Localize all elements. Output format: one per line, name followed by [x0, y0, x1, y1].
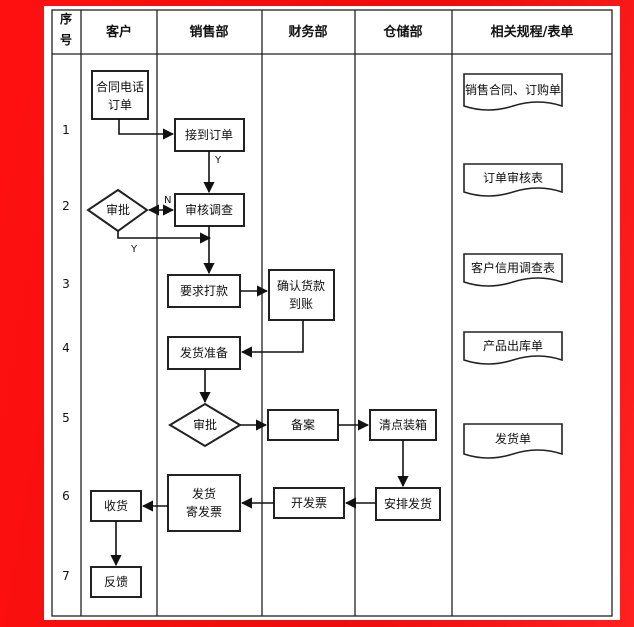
text-feedback: 反馈: [104, 575, 128, 589]
header-seq-top: 序: [60, 11, 72, 26]
process-flowchart: 序 号 客户 销售部 财务部 仓储部 相关规程/表单 1 2 3 4 5 6 7: [51, 9, 613, 617]
text-contract-order-1: 合同电话: [96, 79, 144, 94]
text-receive-order: 接到订单: [185, 127, 233, 142]
edge-confirm-to-prepare: [240, 320, 304, 358]
row-number-6: 6: [62, 489, 70, 503]
node-request-payment: [167, 274, 241, 308]
text-ship-invoice-2: 寄发票: [186, 504, 222, 519]
text-count-pack: 清点装箱: [379, 417, 427, 432]
text-doc-outbound-list: 产品出库单: [483, 338, 543, 353]
row-number-5: 5: [62, 411, 70, 425]
label-yes-1: Y: [214, 155, 222, 166]
doc-outbound-list: [463, 331, 563, 365]
node-count-pack: [369, 409, 437, 441]
swimlane-grid: [51, 9, 613, 617]
text-ship-invoice-1: 发货: [192, 486, 216, 501]
header-customer: 客户: [106, 24, 132, 40]
decision-approve-sales: [168, 402, 242, 448]
row-number-1: 1: [62, 123, 70, 137]
text-doc-sales-contract: 销售合同、订购单: [465, 82, 561, 97]
doc-shipping-note: [463, 423, 563, 459]
node-confirm-payment: [268, 269, 335, 321]
flowchart-sheet: 序 号 客户 销售部 财务部 仓储部 相关规程/表单 1 2 3 4 5 6 7: [44, 6, 620, 620]
node-receive-order: [174, 118, 245, 152]
node-contract-order: [91, 70, 149, 120]
row-number-3: 3: [62, 277, 70, 291]
text-doc-order-review: 订单审核表: [483, 170, 543, 185]
header-seq-bottom: 号: [60, 32, 72, 47]
label-yes-2: Y: [130, 244, 138, 255]
text-confirm-payment-2: 到账: [289, 297, 313, 311]
label-no: N: [164, 195, 171, 206]
text-review-check: 审核调查: [185, 202, 233, 217]
header-docs: 相关规程/表单: [491, 24, 574, 40]
text-approve-customer: 审批: [106, 202, 130, 217]
row-number-4: 4: [62, 341, 70, 355]
row-number-2: 2: [62, 199, 70, 213]
node-prepare-shipment: [167, 336, 241, 370]
text-approve-sales: 审批: [193, 417, 217, 432]
text-contract-order-2: 订单: [108, 98, 132, 112]
text-receive-goods: 收货: [104, 498, 128, 513]
text-issue-invoice: 开发票: [291, 495, 327, 510]
header-finance: 财务部: [288, 24, 327, 40]
doc-sales-contract: [463, 73, 563, 111]
text-record: 备案: [291, 417, 315, 432]
text-prepare-shipment: 发货准备: [180, 345, 228, 360]
text-confirm-payment-1: 确认货款: [277, 278, 325, 293]
edge-contract-to-receive: [118, 119, 175, 140]
node-ship-invoice: [167, 474, 241, 532]
text-doc-shipping-note: 发货单: [495, 431, 531, 446]
text-request-payment: 要求打款: [180, 284, 228, 298]
header-sales: 销售部: [189, 24, 228, 40]
node-feedback: [90, 566, 142, 598]
node-arrange-ship: [375, 487, 441, 521]
text-arrange-ship: 安排发货: [384, 496, 432, 511]
text-doc-credit-survey: 客户信用调查表: [471, 260, 555, 275]
edge-approve-yes: [117, 231, 212, 244]
row-number-7: 7: [62, 569, 70, 583]
doc-credit-survey: [463, 253, 563, 287]
header-warehouse: 仓储部: [382, 24, 422, 40]
doc-order-review: [463, 163, 563, 197]
